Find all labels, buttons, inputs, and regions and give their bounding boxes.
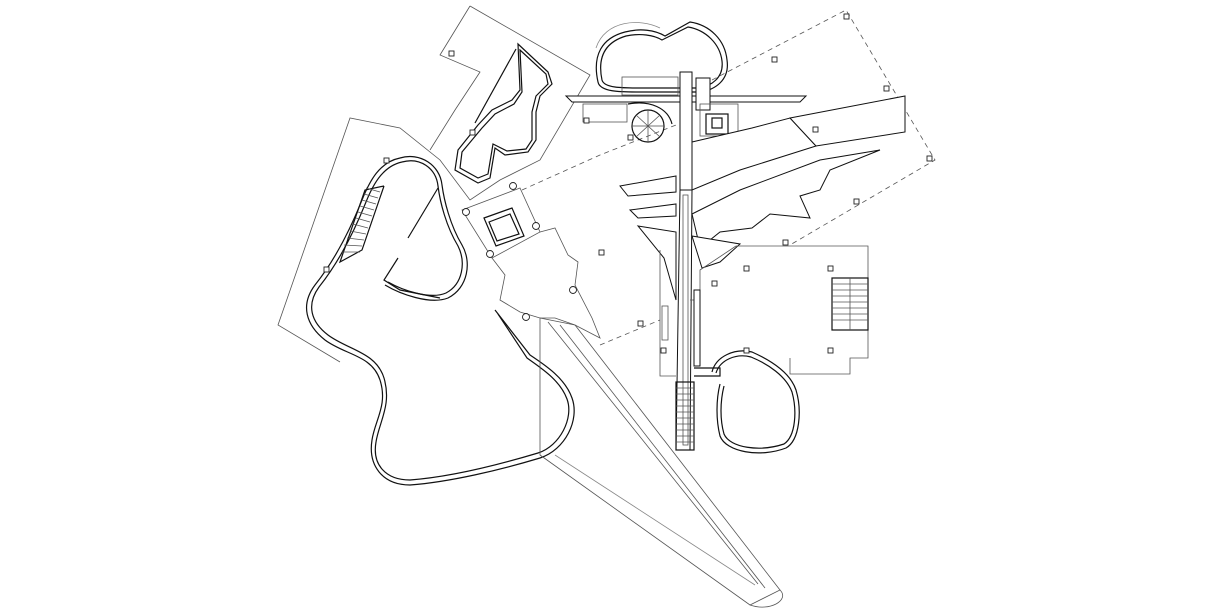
boomerang-slit bbox=[474, 48, 517, 124]
central-spine bbox=[675, 189, 693, 451]
entrance-plaza bbox=[491, 227, 601, 339]
ramp-line-2 bbox=[559, 324, 766, 589]
central-spine-top-2 bbox=[695, 77, 711, 111]
top-oval-room bbox=[595, 21, 728, 93]
wing-blade-4 bbox=[691, 235, 742, 269]
wing-blade-3 bbox=[691, 149, 881, 249]
left-stair bbox=[338, 185, 385, 264]
small-room-right-box bbox=[711, 117, 723, 129]
partition-wall-a bbox=[407, 187, 439, 239]
dashed-enclosure-left bbox=[521, 124, 677, 191]
ramp-end-curve bbox=[749, 589, 783, 608]
dashed-enclosure-right bbox=[711, 9, 936, 246]
top-oval-room-inner bbox=[600, 26, 723, 89]
spine-left-rect bbox=[659, 250, 676, 377]
curved-wall-inner bbox=[311, 160, 570, 481]
square-pavilion-outer bbox=[461, 187, 541, 259]
spine-right-wall bbox=[693, 289, 701, 367]
central-spine-core bbox=[682, 194, 689, 446]
spine-right-step bbox=[694, 367, 721, 377]
lower-stair bbox=[675, 381, 695, 451]
central-spine-top bbox=[679, 71, 693, 191]
boomerang-wall-inner bbox=[459, 48, 549, 179]
boomerang-wall bbox=[454, 42, 553, 184]
blade-left-2 bbox=[628, 203, 677, 219]
top-oval-canopy bbox=[595, 22, 661, 49]
right-building-outline bbox=[736, 245, 869, 375]
columns bbox=[323, 13, 933, 354]
small-room-left bbox=[582, 103, 628, 123]
spine-left-notch bbox=[661, 305, 669, 341]
small-room-right-inner bbox=[705, 113, 729, 135]
lower-right-curved-room bbox=[711, 350, 800, 454]
right-stair bbox=[831, 277, 869, 331]
top-beam-box bbox=[621, 76, 679, 96]
blade-left-3 bbox=[636, 225, 677, 301]
square-pavilion-core bbox=[488, 213, 520, 242]
wing-blade-2 bbox=[789, 95, 906, 147]
spiral-stair bbox=[631, 109, 665, 143]
square-pavilion-inner bbox=[483, 207, 525, 247]
long-ramp bbox=[539, 317, 781, 606]
partition-wall-b bbox=[383, 257, 441, 299]
ramp-line-1 bbox=[547, 321, 759, 585]
lower-right-curved-room-inner bbox=[715, 355, 796, 449]
curved-wall-outer bbox=[306, 156, 575, 486]
dashed-enclosure-lower bbox=[599, 319, 661, 346]
ramp-edge bbox=[554, 454, 756, 586]
upper-left-outline bbox=[277, 5, 591, 363]
upper-left-outline-tab bbox=[429, 5, 481, 151]
blade-left-1 bbox=[619, 175, 677, 197]
stair-curve-wall bbox=[627, 102, 673, 125]
